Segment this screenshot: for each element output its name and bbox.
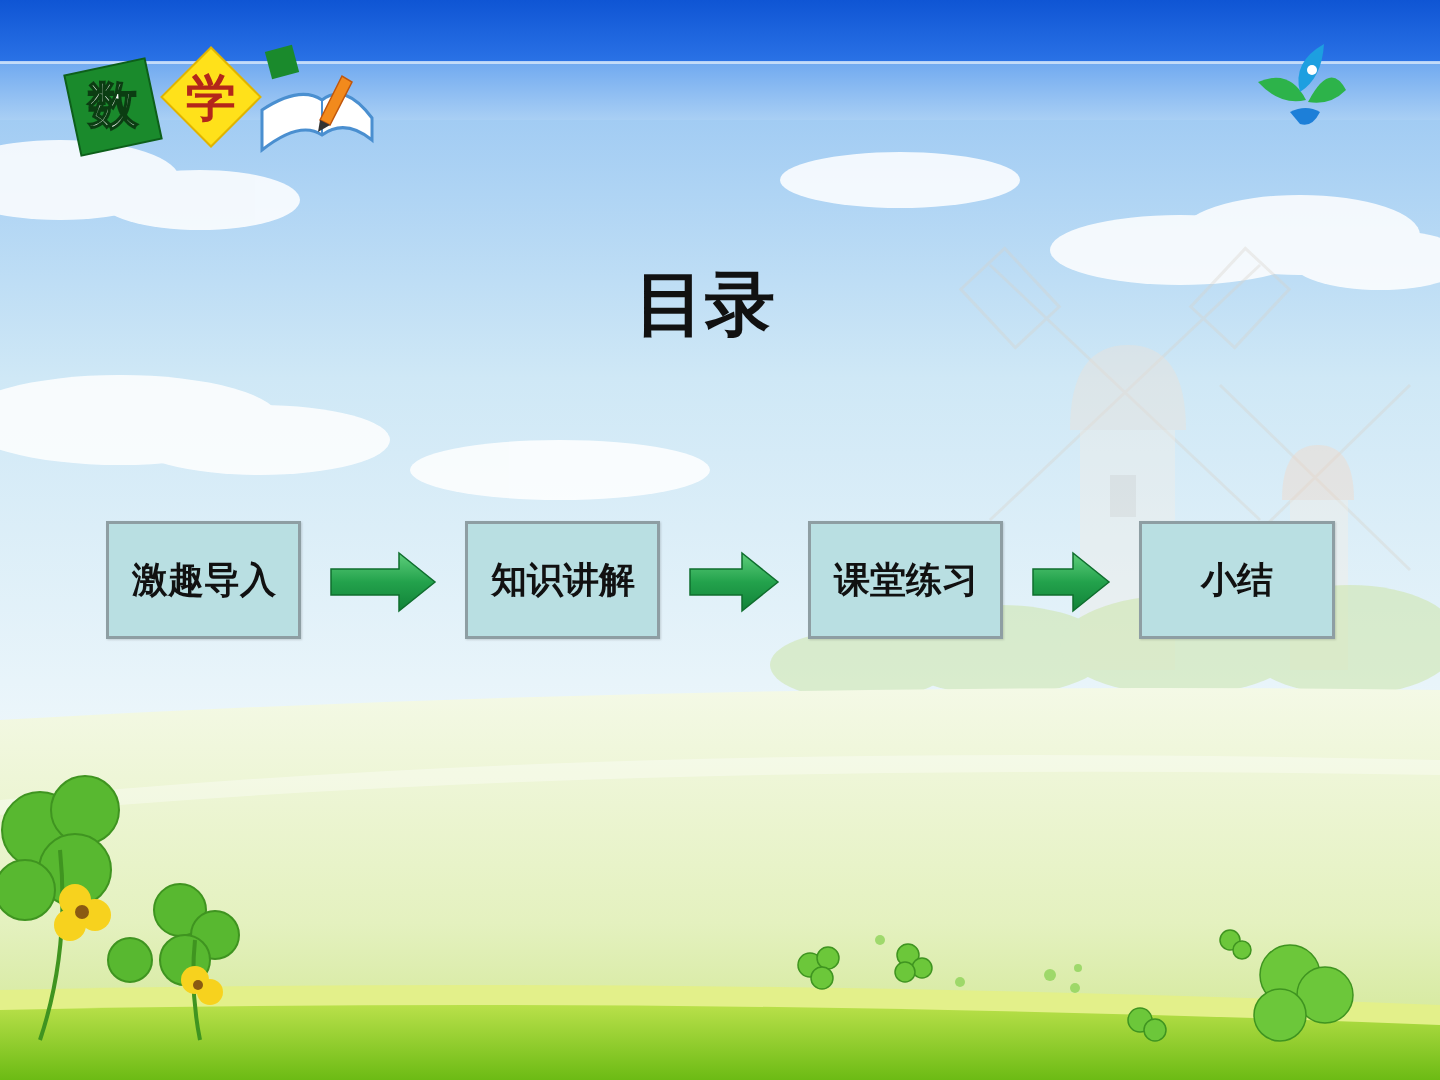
section-label: 知识讲解: [491, 558, 635, 601]
slide-title: 目录: [555, 262, 855, 346]
section-box: 激趣导入: [106, 521, 301, 639]
section-label: 课堂练习: [834, 558, 978, 601]
section-box: 课堂练习: [808, 521, 1003, 639]
logo-character: 数: [73, 78, 153, 133]
section-box: 知识讲解: [465, 521, 660, 639]
section-label: 激趣导入: [132, 558, 276, 601]
logo-character: 学: [171, 71, 251, 126]
flow-arrow: [331, 553, 435, 611]
flow-arrow: [690, 553, 778, 611]
section-box: 小结: [1139, 521, 1335, 639]
flow-arrow: [1033, 553, 1109, 611]
section-label: 小结: [1201, 558, 1273, 601]
